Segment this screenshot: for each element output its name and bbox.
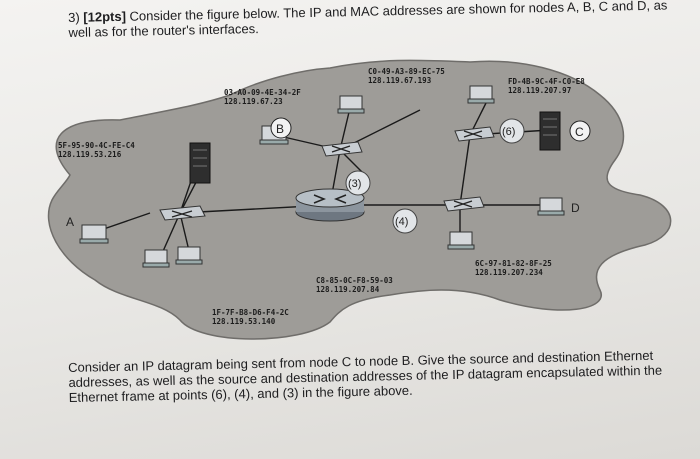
- router: [295, 188, 365, 222]
- router-left-ip: 128.119.53.140: [212, 317, 276, 326]
- host-a-icon: [79, 224, 109, 244]
- router-left-mac: 1F-7F-B8-D6-F4-2C: [212, 308, 289, 317]
- node-a-label: A: [66, 215, 74, 229]
- c-ip: 128.119.207.97: [508, 86, 571, 95]
- host-top-icon: [337, 95, 365, 114]
- link-top-pc: [339, 107, 351, 151]
- point-6-circle: [499, 118, 525, 144]
- point-3-label: (3): [348, 178, 361, 190]
- switch-left: [159, 205, 206, 221]
- host-d-icon: [537, 197, 565, 216]
- router-bottom-mac: C8-85-0C-F8-59-03: [316, 276, 393, 285]
- d-mac: 6C-97-81-82-8F-25: [475, 259, 552, 268]
- point-3-circle: [345, 170, 371, 196]
- link-right-up: [459, 134, 471, 206]
- host-icons: [79, 85, 565, 268]
- switch-top: [321, 141, 363, 157]
- d-ip: 128.119.207.234: [475, 268, 543, 277]
- server-c-icon: [539, 111, 561, 151]
- a-mac: 5F-95-90-4C-FE-C4: [58, 141, 135, 150]
- a-ip: 128.119.53.216: [58, 150, 122, 159]
- point-4-circle: [392, 208, 418, 234]
- switch-right: [443, 196, 485, 212]
- node-b-circle: [270, 117, 292, 139]
- host-lower-right-icon: [447, 231, 475, 250]
- point-6-label: (6): [502, 126, 515, 138]
- router-top-ip: 128.119.67.193: [368, 76, 432, 85]
- b-mac: 03-A0-09-4E-34-2F: [224, 88, 301, 97]
- b-ip: 128.119.67.23: [224, 97, 283, 106]
- c-mac: FD-4B-9C-4F-C0-E8: [508, 77, 585, 86]
- router-bottom-ip: 128.119.207.84: [316, 285, 380, 294]
- node-c-label: C: [575, 125, 584, 139]
- host-left-low1-icon: [142, 249, 170, 268]
- node-d-label: D: [571, 201, 580, 215]
- host-left-low2-icon: [175, 246, 203, 265]
- server-left-icon: [189, 142, 211, 184]
- router-top-mac: C0-49-A3-89-EC-75: [368, 67, 445, 76]
- switch-upper-right: [454, 126, 495, 142]
- node-c-circle: [569, 120, 591, 142]
- host-upper-right-icon: [467, 85, 495, 104]
- point-4-label: (4): [395, 216, 408, 228]
- node-b-label: B: [276, 122, 284, 136]
